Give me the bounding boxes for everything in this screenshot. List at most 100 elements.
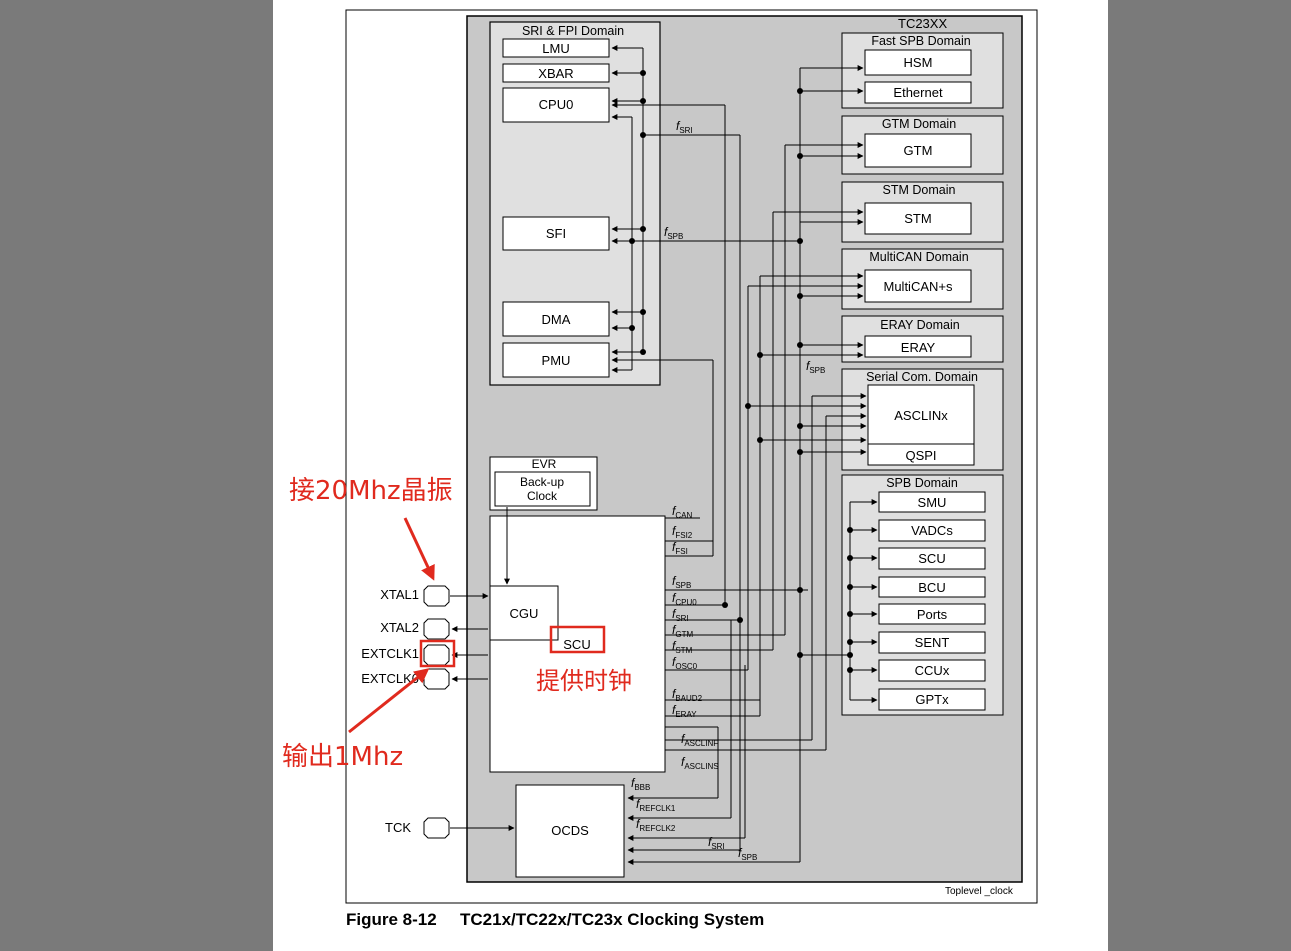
backup-clock-line1: Back-up [520, 475, 564, 489]
block-asclinx [867, 384, 975, 445]
block-multican-label: MultiCAN+s [884, 279, 953, 294]
label-f-can: fCAN [672, 504, 692, 520]
pin-extclk0-label: EXTCLK0 [361, 671, 419, 686]
label-f-sri: fSRI [676, 119, 693, 135]
label-f-sri-ocds: fSRI [708, 835, 725, 851]
block-lmu [502, 38, 610, 58]
annotation-crystal-arrow [403, 517, 435, 581]
block-sfi-label: SFI [546, 226, 566, 241]
label-f-spb-out: fSPB [672, 574, 691, 590]
label-f-fsi2: fFSI2 [672, 524, 693, 540]
block-dma [502, 301, 610, 337]
block-scu-label: SCU [918, 551, 945, 566]
block-pmu [502, 342, 610, 378]
pin-xtal2-label: XTAL2 [380, 620, 419, 635]
label-f-eray: fERAY [672, 703, 697, 719]
pin-xtal1-label: XTAL1 [380, 587, 419, 602]
block-smu [878, 491, 986, 513]
scu-label: SCU [563, 637, 590, 652]
block-gtm [864, 133, 972, 168]
block-asclinx-label: ASCLINx [894, 408, 948, 423]
block-eray [864, 335, 972, 358]
sri-bus-junctions [629, 70, 646, 355]
block-sent-label: SENT [915, 635, 950, 650]
label-f-stm: fSTM [672, 639, 693, 655]
chip-label: TC23XX [898, 16, 947, 31]
label-f-gtm: fGTM [672, 623, 693, 639]
footer-tag: Toplevel _clock [945, 886, 1014, 897]
ocds-box [515, 784, 625, 878]
pin-extclk1-pad [423, 644, 450, 666]
sri-fpi-domain-title: SRI & FPI Domain [522, 24, 624, 38]
label-f-cpu0: fCPU0 [672, 591, 697, 607]
block-multican [864, 269, 972, 303]
block-ports [878, 603, 986, 625]
gtm-domain-title: GTM Domain [882, 117, 956, 131]
routing-junctions [722, 88, 803, 658]
label-f-baud2: fBAUD2 [672, 687, 703, 703]
stm-domain-title: STM Domain [883, 183, 956, 197]
block-ccux [878, 659, 986, 682]
block-smu-label: SMU [918, 495, 947, 510]
block-cpu0-label: CPU0 [539, 97, 574, 112]
cgu-box [489, 585, 559, 641]
block-xbar-label: XBAR [538, 66, 573, 81]
annotation-output-1mhz: 输出1Mhz [282, 742, 403, 772]
pin-xtal1-pad [423, 585, 450, 607]
block-scu [878, 547, 986, 570]
label-f-fsi: fFSI [672, 540, 688, 556]
block-qspi [867, 443, 975, 466]
block-ethernet-label: Ethernet [893, 85, 943, 100]
scu-box [489, 515, 666, 773]
fast-spb-domain-title: Fast SPB Domain [871, 34, 970, 48]
block-gptx [878, 688, 986, 711]
cgu-label: CGU [510, 606, 539, 621]
block-vadcs-label: VADCs [911, 523, 953, 538]
block-cpu0 [502, 87, 610, 123]
pin-tck-label: TCK [385, 820, 411, 835]
block-gptx-label: GPTx [915, 692, 949, 707]
label-f-refclk2: fREFCLK2 [636, 817, 676, 833]
figure-number: Figure 8-12 [346, 910, 437, 929]
block-stm [864, 202, 972, 235]
pin-extclk1-label: EXTCLK1 [361, 646, 419, 661]
pin-xtal2: XTAL2 [380, 618, 488, 640]
block-lmu-label: LMU [542, 41, 569, 56]
serial-com-domain-title: Serial Com. Domain [866, 370, 978, 384]
label-f-asclins: fASCLINS [681, 755, 719, 771]
block-ccux-label: CCUx [915, 663, 950, 678]
block-qspi-label: QSPI [905, 448, 936, 463]
block-bcu [878, 576, 986, 598]
pin-xtal2-pad [423, 618, 450, 640]
block-vadcs [878, 519, 986, 542]
block-ports-label: Ports [917, 607, 948, 622]
block-gtm-label: GTM [904, 143, 933, 158]
label-f-spb-ocds: fSPB [738, 846, 757, 862]
clock-routing-wires [611, 65, 867, 865]
label-f-sri-out: fSRI [672, 607, 689, 623]
multican-domain-title: MultiCAN Domain [869, 250, 968, 264]
block-hsm [864, 49, 972, 76]
pin-tck-pad [423, 817, 450, 839]
annotation-extclk1-highlight [419, 639, 456, 668]
block-sent [878, 631, 986, 654]
annotation-scu-highlight [549, 625, 606, 654]
block-bcu-label: BCU [918, 580, 945, 595]
backup-clock-box [494, 471, 591, 507]
block-xbar [502, 63, 610, 83]
label-f-asclinf: fASCLINF [681, 732, 718, 748]
label-f-spb-mid: fSPB [806, 359, 825, 375]
ocds-label: OCDS [551, 823, 589, 838]
annotation-provide-clock: 提供时钟 [536, 667, 632, 695]
block-sfi [502, 216, 610, 251]
label-f-bbb: fBBB [631, 776, 650, 792]
label-f-spb: fSPB [664, 225, 683, 241]
pin-xtal1: XTAL1 [380, 585, 489, 607]
label-f-refclk1: fREFCLK1 [636, 797, 676, 813]
spb-domain-title: SPB Domain [886, 476, 958, 490]
block-pmu-label: PMU [542, 353, 571, 368]
block-ethernet [864, 81, 972, 104]
pin-tck: TCK [385, 817, 515, 839]
